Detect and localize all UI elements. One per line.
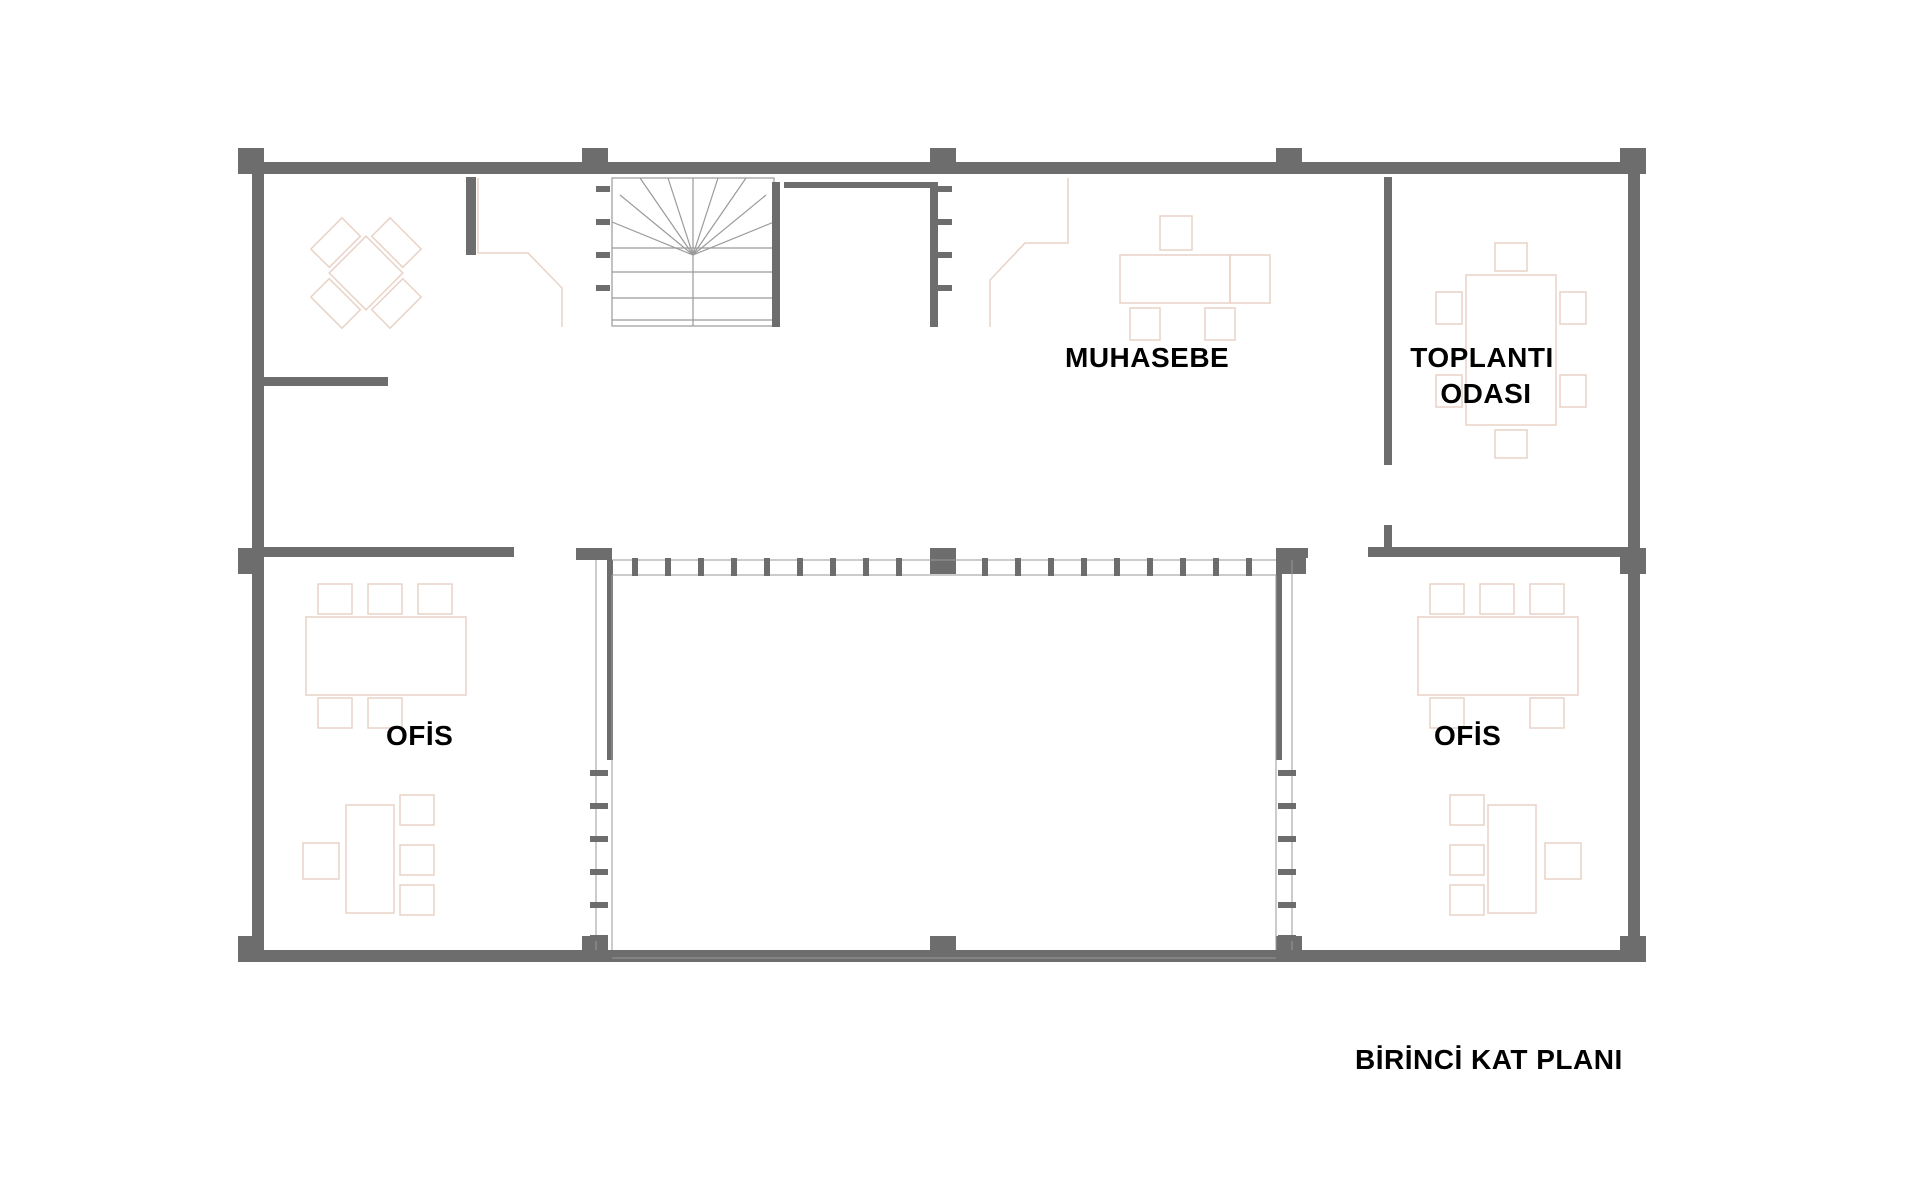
baluster xyxy=(1278,869,1296,875)
room-label-ofis-left: OFİS xyxy=(386,720,454,751)
baluster xyxy=(731,558,737,576)
baluster xyxy=(596,186,610,192)
baluster xyxy=(590,836,608,842)
baluster xyxy=(1114,558,1120,576)
baluster xyxy=(1015,558,1021,576)
baluster xyxy=(632,558,638,576)
baluster xyxy=(1278,935,1296,941)
baluster xyxy=(1278,836,1296,842)
accounting-desk xyxy=(1119,215,1271,341)
baluster xyxy=(1180,558,1186,576)
baluster xyxy=(1147,558,1153,576)
baluster xyxy=(590,935,608,941)
baluster xyxy=(938,252,952,258)
baluster xyxy=(590,803,608,809)
baluster xyxy=(1213,558,1219,576)
baluster xyxy=(938,186,952,192)
office-left-tables xyxy=(302,583,467,916)
railings xyxy=(595,559,1293,959)
plan-title: BİRİNCİ KAT PLANI xyxy=(1355,1044,1623,1075)
counter-right xyxy=(989,178,1069,327)
baluster xyxy=(797,558,803,576)
baluster xyxy=(590,770,608,776)
counter-left xyxy=(477,178,563,327)
furniture xyxy=(302,178,1587,916)
baluster xyxy=(596,219,610,225)
lounge-table xyxy=(309,216,423,330)
baluster xyxy=(764,558,770,576)
balusters xyxy=(590,186,1296,941)
room-label-odasi: ODASI xyxy=(1440,378,1532,409)
baluster xyxy=(938,285,952,291)
baluster xyxy=(1278,770,1296,776)
baluster xyxy=(1081,558,1087,576)
room-label-muhasebe: MUHASEBE xyxy=(1065,342,1230,373)
baluster xyxy=(896,558,902,576)
room-label-toplanti: TOPLANTI xyxy=(1410,342,1554,373)
baluster xyxy=(1246,558,1252,576)
baluster xyxy=(596,285,610,291)
staircase xyxy=(611,177,775,327)
baluster xyxy=(863,558,869,576)
baluster xyxy=(590,902,608,908)
baluster xyxy=(938,219,952,225)
meeting-table xyxy=(1435,242,1587,459)
baluster xyxy=(665,558,671,576)
office-right-tables xyxy=(1417,583,1582,916)
walls xyxy=(238,148,1646,962)
baluster xyxy=(1278,803,1296,809)
baluster xyxy=(830,558,836,576)
baluster xyxy=(1048,558,1054,576)
baluster xyxy=(596,252,610,258)
baluster xyxy=(982,558,988,576)
room-label-ofis-right: OFİS xyxy=(1434,720,1502,751)
baluster xyxy=(1278,902,1296,908)
baluster xyxy=(590,869,608,875)
baluster xyxy=(698,558,704,576)
